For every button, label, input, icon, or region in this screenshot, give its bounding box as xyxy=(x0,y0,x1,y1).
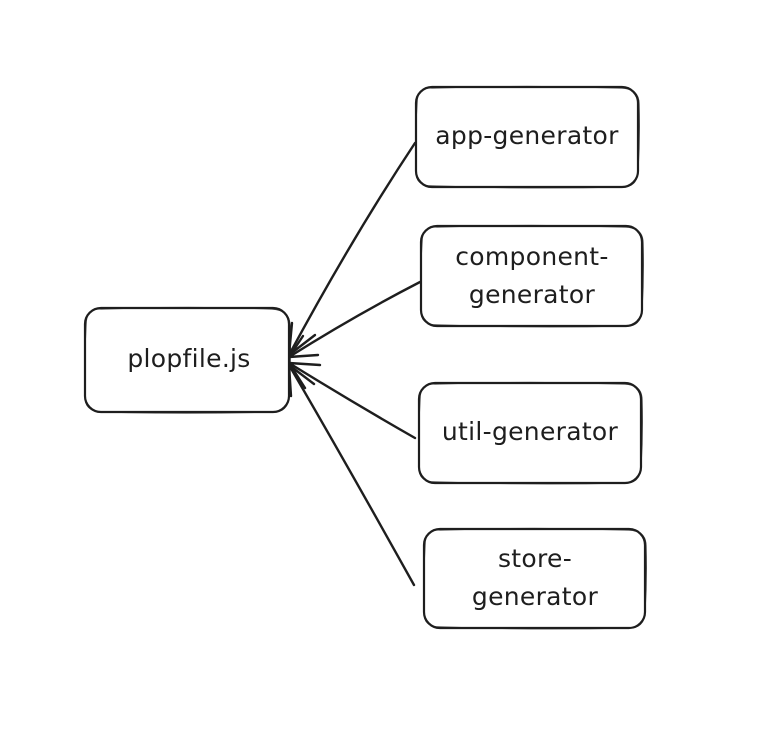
node-component-generator-label-line-2: generator xyxy=(469,280,596,309)
node-app-generator-sketch xyxy=(415,85,640,189)
node-app-generator-label: app-generator xyxy=(435,121,619,150)
node-store-generator-label-line-2: generator xyxy=(472,582,599,611)
node-util-generator-sketch xyxy=(418,381,643,485)
node-store-generator-sketch xyxy=(423,527,647,630)
edge-store-generator-to-plopfile xyxy=(287,363,416,587)
edge-app-generator-to-plopfile xyxy=(287,141,417,357)
node-plopfile[interactable]: plopfile.js xyxy=(83,306,291,414)
node-component-generator-box xyxy=(419,224,644,328)
edge-line xyxy=(287,280,422,359)
node-plopfile-sketch xyxy=(84,306,291,414)
node-plopfile-label: plopfile.js xyxy=(127,344,250,373)
node-store-generator[interactable]: store- generator xyxy=(422,527,647,630)
node-component-generator[interactable]: component- generator xyxy=(419,224,644,328)
node-app-generator[interactable]: app-generator xyxy=(414,85,640,189)
node-util-generator[interactable]: util-generator xyxy=(417,381,643,485)
edge-line xyxy=(287,363,416,587)
node-store-generator-label-line-1: store- xyxy=(498,544,572,573)
edges xyxy=(287,141,422,587)
edge-line xyxy=(287,141,417,357)
node-component-generator-label-line-1: component- xyxy=(455,242,608,271)
edge-util-generator-to-plopfile xyxy=(287,361,417,440)
node-util-generator-label: util-generator xyxy=(442,417,619,446)
edge-line xyxy=(287,361,417,440)
node-component-generator-sketch xyxy=(420,224,644,328)
